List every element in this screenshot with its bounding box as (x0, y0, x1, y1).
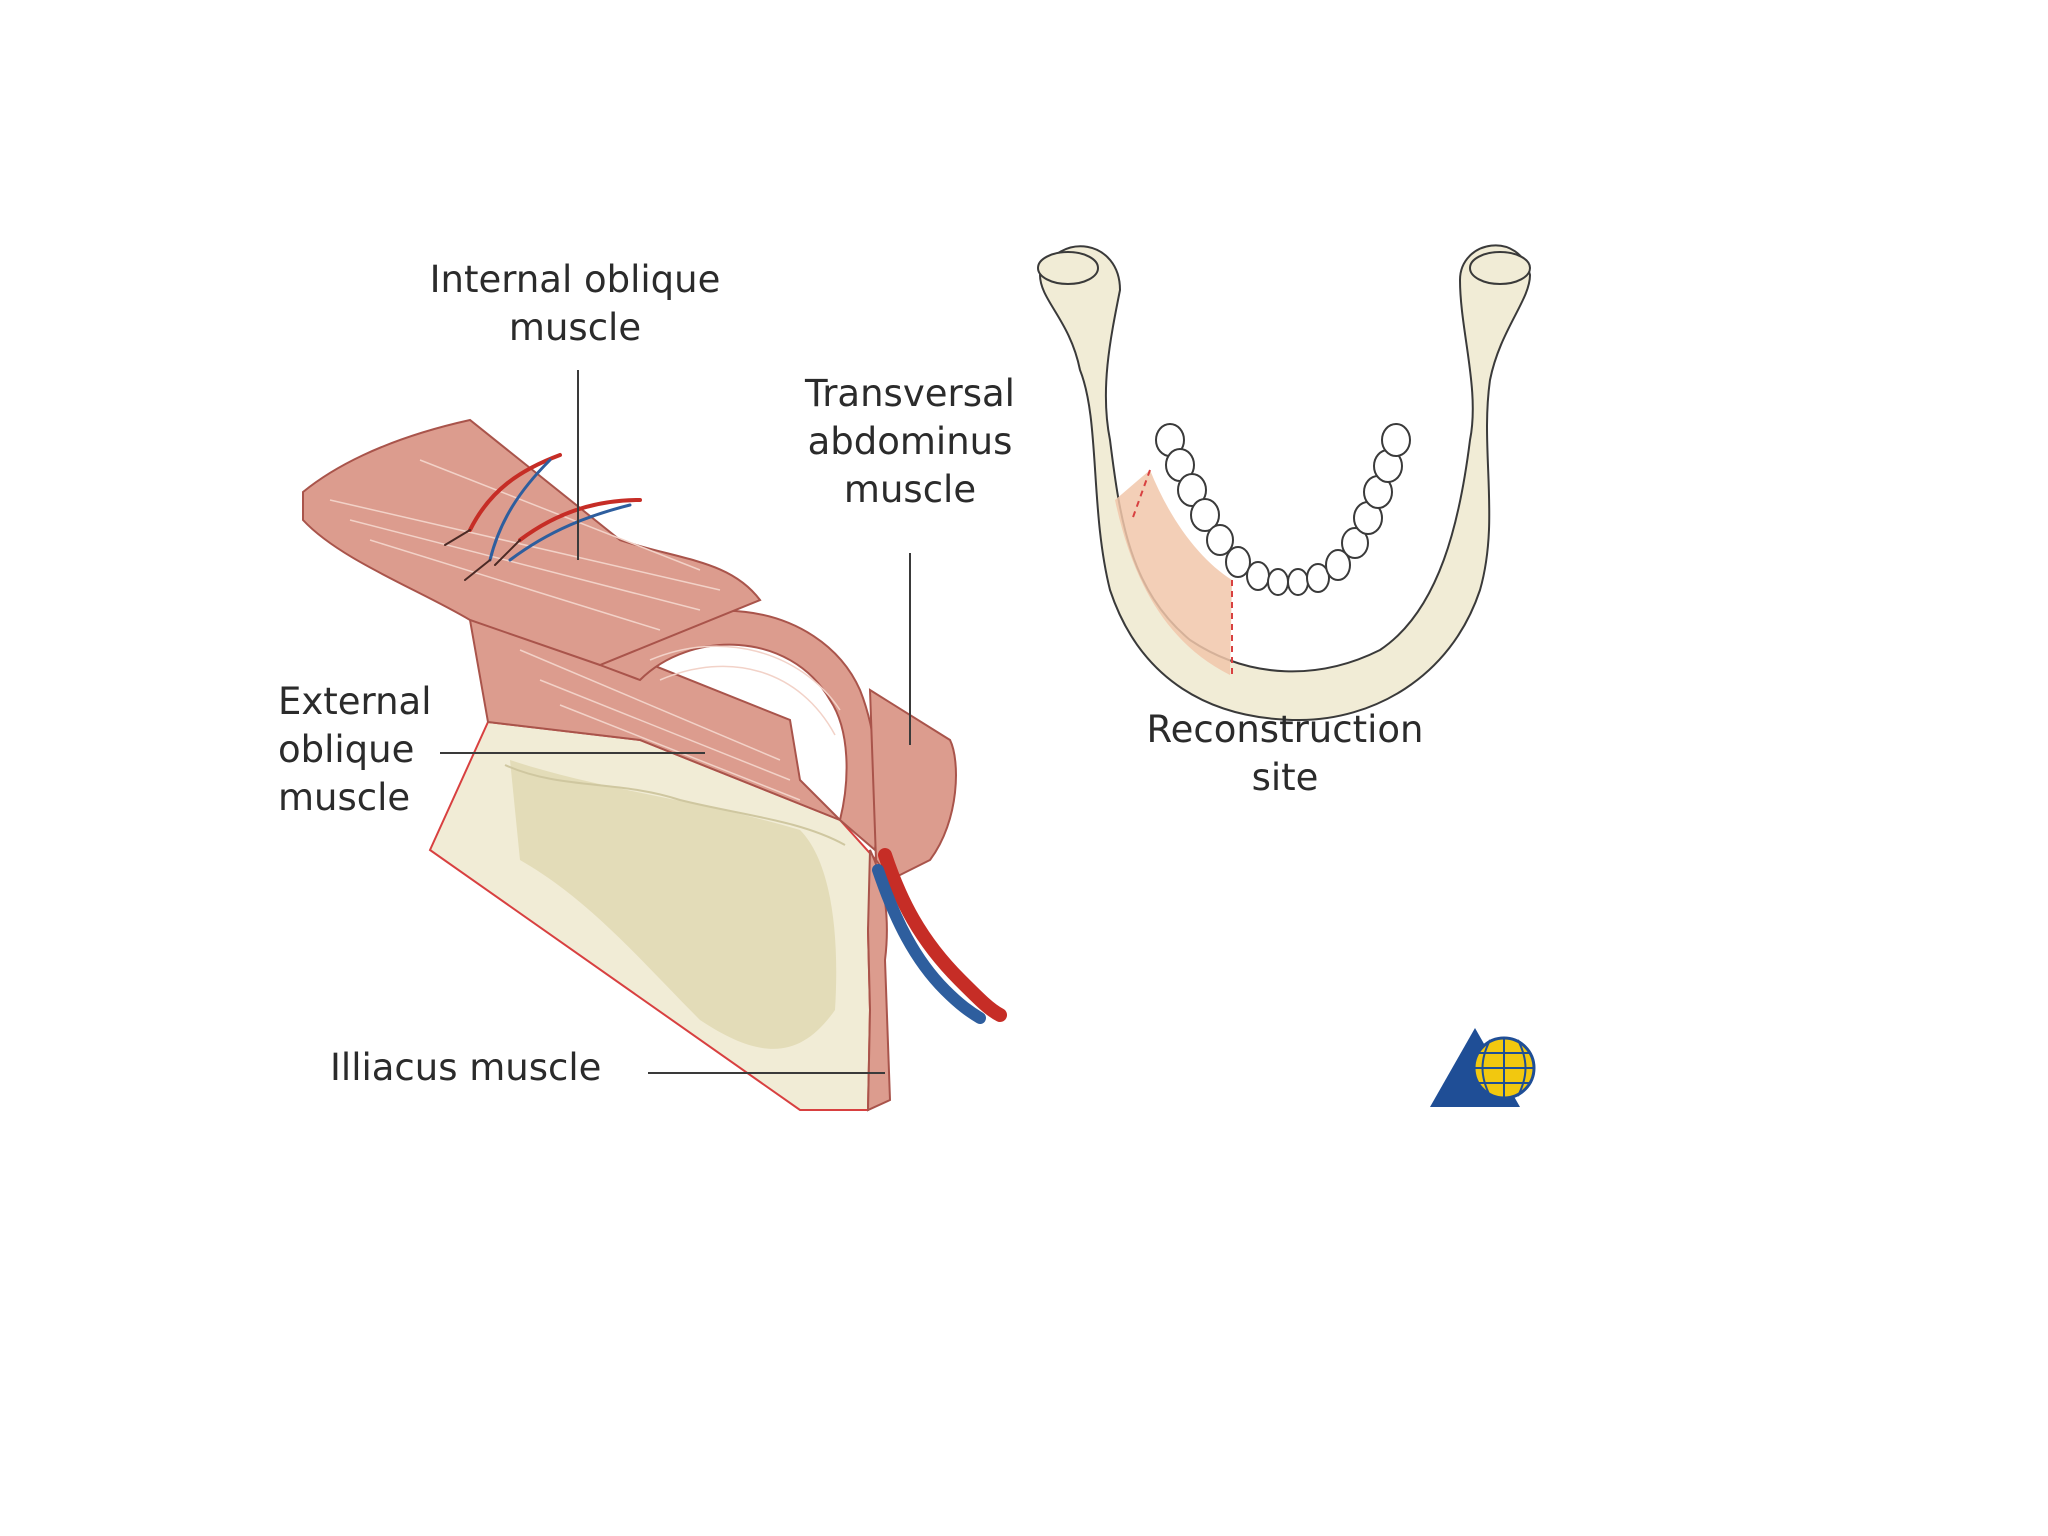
left-condyle (1037, 251, 1099, 285)
right-condyle (1469, 251, 1531, 285)
transversal-side-block (868, 688, 957, 882)
label-illiacus-muscle: Illiacus muscle (330, 1046, 602, 1089)
iliac-bone-cortex-line (504, 764, 846, 846)
internal-oblique-sheet (302, 418, 762, 667)
mandible-teeth (1155, 423, 1411, 596)
deep-circumflex-iliac-vessels (872, 848, 1007, 1024)
reconstruction-osteotomy-lines (1131, 469, 1233, 675)
iliac-flap-illustration (302, 418, 1007, 1112)
label-external-oblique: External oblique muscle (278, 680, 432, 819)
ao-foundation-globe-logo (1430, 1028, 1536, 1107)
iliac-bone-cancellous (510, 760, 837, 1049)
mandible-illustration (1037, 244, 1532, 722)
internal-oblique-fibers (329, 459, 721, 631)
leader-lines (440, 370, 911, 1074)
deep-circumflex-branches (444, 453, 642, 581)
label-internal-oblique: Internal oblique muscle (429, 258, 721, 349)
label-transversal-abdominus: Transversal abdominus muscle (805, 372, 1015, 511)
transversal-muscle-fibers (649, 645, 841, 736)
label-reconstruction-site: Reconstruction site (1146, 708, 1424, 799)
reconstruction-site-shading (1115, 470, 1232, 675)
mandible-body (1038, 244, 1532, 722)
